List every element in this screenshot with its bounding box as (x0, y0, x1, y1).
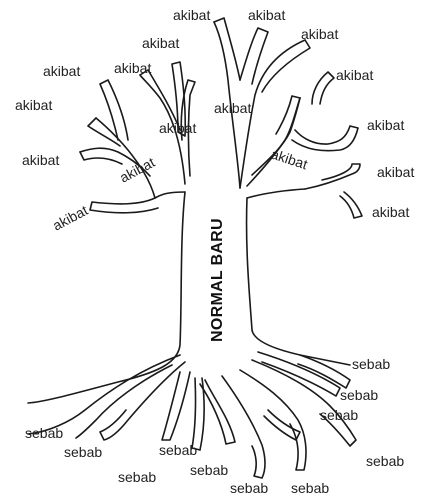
effect-label: akibat (43, 63, 80, 79)
left-low-branch (90, 198, 158, 213)
root-1 (28, 355, 180, 434)
effect-label: akibat (50, 202, 91, 234)
effect-label: akibat (114, 60, 151, 76)
right-arm-low-twig (340, 192, 362, 218)
root-3 (162, 372, 190, 440)
effect-labels: akibat akibat akibat akibat akibat akiba… (15, 7, 414, 234)
crown-branches (80, 18, 362, 218)
effect-label: akibat (159, 120, 196, 136)
effect-label: akibat (22, 152, 59, 168)
left-arm-twig-1 (88, 118, 120, 146)
effect-label: akibat (117, 154, 158, 186)
effect-label: akibat (142, 35, 179, 51)
effect-label: akibat (173, 7, 210, 23)
effect-label: akibat (269, 146, 310, 173)
trunk-right-edge (247, 198, 350, 365)
cause-label: sebab (159, 442, 197, 458)
effect-label: akibat (367, 117, 404, 133)
right-shoulder (247, 189, 305, 198)
right-arm-fork (312, 72, 334, 104)
cause-label: sebab (352, 356, 390, 372)
effect-label: akibat (248, 7, 285, 23)
root-1-inner (76, 365, 172, 438)
right-arm-twig (276, 96, 300, 134)
effect-label: akibat (15, 97, 52, 113)
left-arm-twig-2 (80, 152, 122, 164)
effect-label: akibat (336, 67, 373, 83)
right-arm-branch (292, 126, 358, 151)
cause-label: sebab (340, 387, 378, 403)
left-arm-upright (100, 80, 128, 140)
right-arm-lower (305, 164, 360, 189)
cause-label: sebab (118, 469, 156, 485)
root-9 (258, 352, 340, 396)
cause-label: sebab (366, 453, 404, 469)
cause-label: sebab (190, 462, 228, 478)
cause-label: sebab (25, 425, 63, 441)
root-6 (222, 376, 265, 478)
left-shoulder (155, 192, 185, 198)
cause-label: sebab (230, 480, 268, 496)
effect-label: akibat (372, 204, 409, 220)
effect-label: akibat (377, 164, 414, 180)
cause-label: sebab (64, 444, 102, 460)
cause-label: sebab (320, 407, 358, 423)
cause-label: sebab (291, 480, 329, 496)
effect-label: akibat (214, 100, 251, 116)
trunk-label: NORMAL BARU (209, 218, 226, 342)
root-5 (200, 380, 235, 444)
effect-label: akibat (301, 26, 338, 42)
